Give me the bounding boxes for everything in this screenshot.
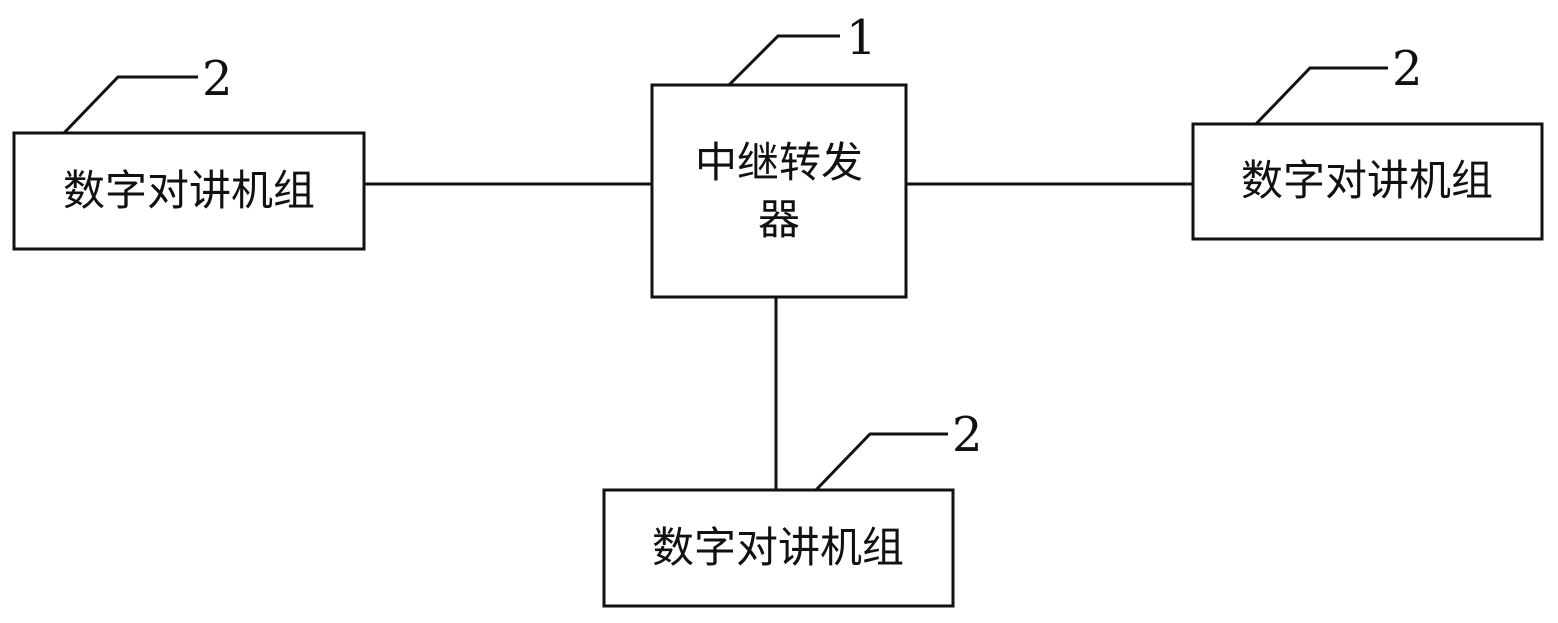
ref-marker-left: 2: [62, 51, 233, 135]
ref-marker-repeater: 1: [727, 10, 877, 87]
repeater-label-line2: 器: [758, 195, 800, 244]
ref-number-right: 2: [1392, 41, 1423, 97]
left-talkie-group-label: 数字对讲机组: [63, 166, 315, 215]
ref-number-repeater: 1: [846, 10, 877, 66]
ref-marker-right: 2: [1254, 41, 1423, 126]
ref-marker-bottom: 2: [814, 407, 983, 492]
node-right-talkie-group: 数字对讲机组: [1191, 122, 1544, 241]
node-bottom-talkie-group: 数字对讲机组: [602, 488, 955, 608]
ref-number-left: 2: [202, 51, 233, 107]
node-repeater: 中继转发 器: [650, 83, 908, 299]
right-talkie-group-label: 数字对讲机组: [1241, 156, 1493, 205]
bottom-talkie-group-label: 数字对讲机组: [652, 523, 904, 572]
repeater-label-line1: 中继转发: [695, 138, 863, 187]
ref-number-bottom: 2: [952, 407, 983, 463]
node-left-talkie-group: 数字对讲机组: [12, 131, 366, 251]
